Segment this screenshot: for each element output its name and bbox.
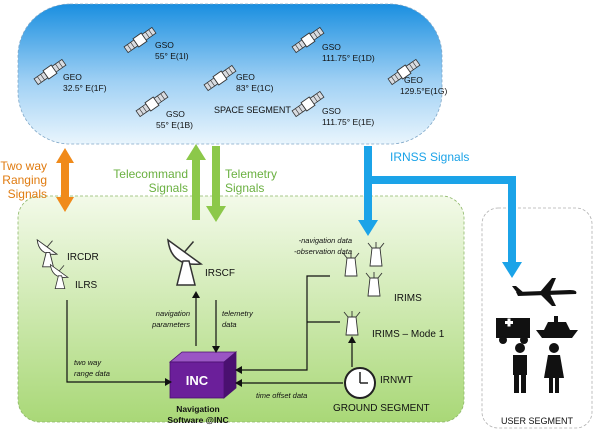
ilrs-label: ILRS [75, 280, 98, 291]
inc-caption: Navigation [176, 404, 219, 414]
telemetry-label: Telemetry [225, 167, 277, 181]
clock-icon [344, 367, 376, 399]
inc-caption: Software @INC [167, 415, 228, 425]
ground-connectors [66, 275, 353, 384]
irnss-signals-label: IRNSS Signals [390, 150, 469, 164]
irscf-label: IRSCF [205, 268, 235, 279]
sat-type: GSO [155, 40, 174, 50]
sat-position: 111.75° E(1D) [322, 53, 375, 63]
ranging-label: Ranging [2, 173, 47, 187]
inc-box [168, 351, 238, 399]
telemetry-arrow [206, 146, 226, 222]
sat-position: 111.75° E(1E) [322, 117, 374, 127]
sat-position: 55° E(1B) [156, 120, 193, 130]
sat-position: 32.5° E(1F) [63, 83, 107, 93]
sat-position: 55° E(1I) [155, 51, 189, 61]
two-way-range-annotation: two way [74, 358, 102, 367]
connector-arrowheads [165, 291, 356, 387]
ground-segment-title: GROUND SEGMENT [333, 403, 430, 414]
telecommand-arrow [186, 144, 206, 220]
ranging-label: Signals [8, 187, 47, 201]
space-segment-title: SPACE SEGMENT [214, 105, 291, 115]
navigation-parameters-annotation: parameters [151, 320, 190, 329]
irnss-signal-arrow [358, 146, 522, 278]
telecommand-label: Signals [149, 181, 188, 195]
inc-label: INC [186, 373, 209, 388]
sat-type: GSO [166, 109, 185, 119]
irims-label: IRIMS [394, 293, 422, 304]
nav-obs-annotation: -observation data [294, 247, 352, 256]
irims-mode1-label: IRIMS – Mode 1 [372, 329, 445, 340]
woman-icon [544, 343, 564, 393]
sat-type: GEO [63, 72, 82, 82]
sat-type: GSO [322, 42, 341, 52]
irnwt-label: IRNWT [380, 375, 413, 386]
telemetry-data-annotation: telemetry [222, 309, 254, 318]
user-segment-title: USER SEGMENT [501, 416, 574, 426]
ranging-label: Two way [0, 159, 47, 173]
airplane-icon [512, 278, 577, 306]
sat-position: 83° E(1C) [236, 83, 274, 93]
two-way-range-annotation: range data [74, 369, 110, 378]
ambulance-icon [496, 318, 530, 344]
telecommand-label: Telecommand [113, 167, 188, 181]
ranging-arrow [56, 148, 74, 212]
navigation-parameters-annotation: navigation [156, 309, 190, 318]
time-offset-annotation: time offset data [256, 391, 307, 400]
ship-icon [536, 316, 578, 338]
sat-type: GSO [322, 106, 341, 116]
telemetry-label: Signals [225, 181, 264, 195]
man-icon [513, 343, 527, 393]
sat-position: 129.5°E(1G) [400, 86, 448, 96]
sat-type: GEO [236, 72, 255, 82]
ircdr-label: IRCDR [67, 252, 99, 263]
sat-type: GEO [404, 75, 423, 85]
telemetry-data-annotation: data [222, 320, 237, 329]
nav-obs-annotation: -navigation data [299, 236, 352, 245]
